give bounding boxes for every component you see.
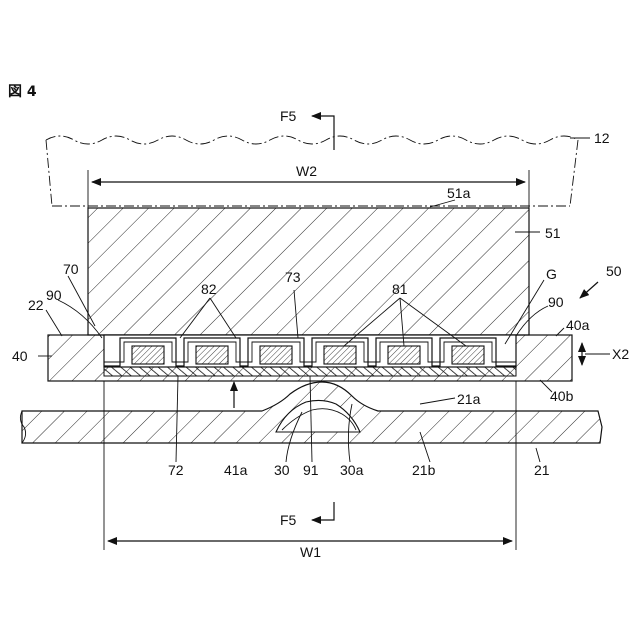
- arrow-f5-bottom: [312, 502, 334, 520]
- leader-21: [536, 448, 540, 462]
- label-21a: 21a: [457, 391, 481, 407]
- label-f5-top: F5: [280, 108, 297, 124]
- label-x2: X2: [612, 346, 629, 362]
- label-40a: 40a: [566, 317, 590, 333]
- element-81-1: [132, 346, 164, 364]
- label-70: 70: [63, 261, 79, 277]
- element-81-2: [196, 346, 228, 364]
- label-51: 51: [545, 225, 561, 241]
- leader-22: [46, 310, 62, 336]
- label-90-right: 90: [548, 294, 564, 310]
- block-51: [88, 208, 529, 335]
- housing-12-left-edge: [46, 140, 52, 206]
- strip-72: [104, 367, 516, 376]
- label-w2: W2: [296, 163, 317, 179]
- label-G: G: [546, 266, 557, 282]
- label-22: 22: [28, 297, 44, 313]
- element-81-4: [324, 346, 356, 364]
- label-40: 40: [12, 348, 28, 364]
- label-72: 72: [168, 462, 184, 478]
- element-81-6: [452, 346, 484, 364]
- label-41a: 41a: [224, 462, 248, 478]
- label-82: 82: [201, 281, 217, 297]
- label-81: 81: [392, 281, 408, 297]
- leader-21a: [420, 398, 455, 404]
- label-w1: W1: [300, 544, 321, 560]
- figure-title: 図 4: [8, 84, 37, 100]
- label-21b: 21b: [412, 462, 436, 478]
- label-f5-bottom: F5: [280, 512, 297, 528]
- element-81-3: [260, 346, 292, 364]
- label-50: 50: [606, 263, 622, 279]
- label-73: 73: [285, 269, 301, 285]
- arrow-f5-top: [312, 116, 334, 150]
- label-51a: 51a: [447, 185, 471, 201]
- label-30a: 30a: [340, 462, 364, 478]
- label-91: 91: [303, 462, 319, 478]
- label-90-left: 90: [46, 287, 62, 303]
- label-12: 12: [594, 130, 610, 146]
- label-30: 30: [274, 462, 290, 478]
- element-81-5: [388, 346, 420, 364]
- housing-12-outline: [46, 136, 578, 144]
- label-21: 21: [534, 462, 550, 478]
- arrow-50: [580, 282, 598, 298]
- label-40b: 40b: [550, 388, 574, 404]
- housing-12-right-edge: [570, 140, 578, 206]
